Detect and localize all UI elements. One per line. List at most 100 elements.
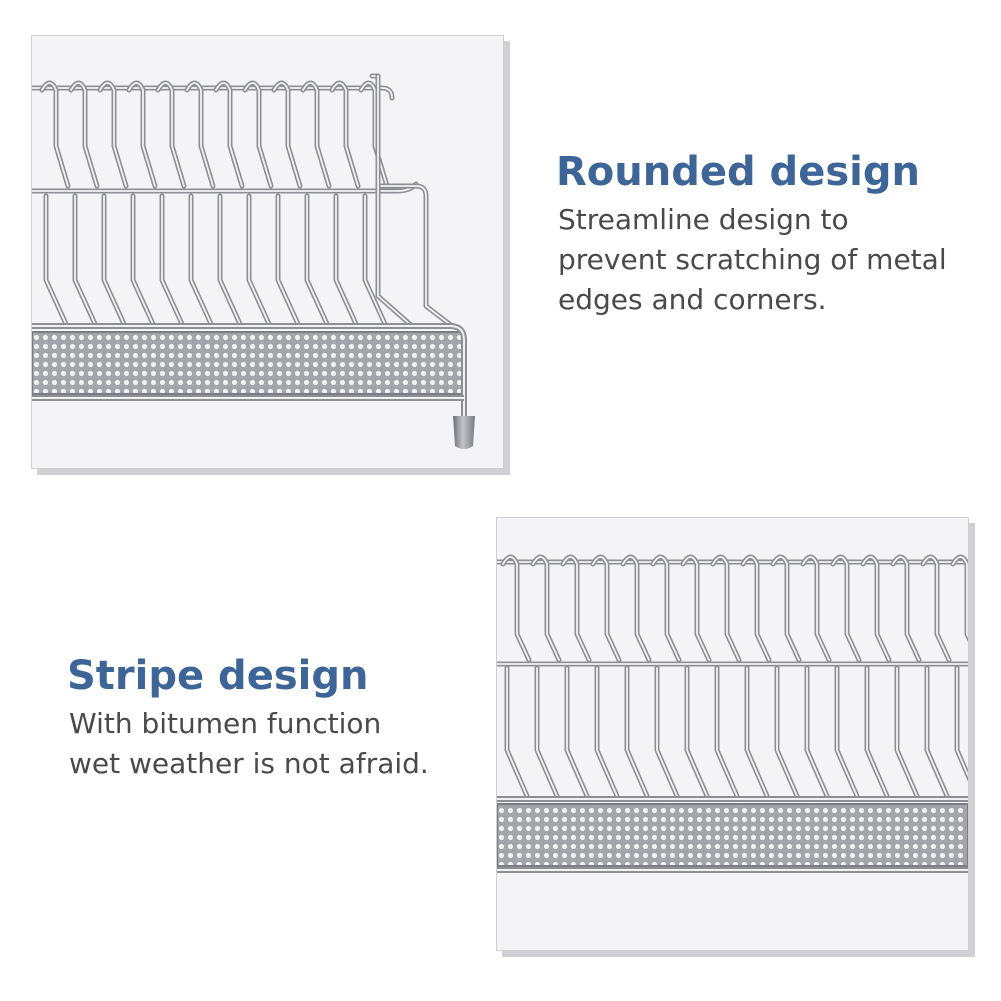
rack-wire bbox=[45, 195, 67, 325]
mesh-panel bbox=[32, 331, 465, 395]
rack-wire bbox=[626, 667, 648, 797]
rack-wire bbox=[594, 665, 620, 799]
rack-wire bbox=[304, 193, 330, 327]
rack-wire bbox=[860, 554, 892, 663]
rack-wire bbox=[130, 193, 156, 327]
rack-wire bbox=[560, 554, 592, 663]
rack-wire bbox=[333, 193, 359, 327]
rack-wire bbox=[926, 667, 948, 797]
stripe-design-line-1: With bitumen function bbox=[69, 707, 382, 740]
rounded-design-line-2: prevent scratching of metal bbox=[558, 243, 947, 276]
rack-wire bbox=[682, 556, 710, 661]
mesh-panel bbox=[497, 803, 968, 867]
rack-wire bbox=[716, 667, 738, 797]
rack-wire bbox=[128, 82, 156, 187]
rack-wire bbox=[302, 82, 330, 187]
rack-wire bbox=[894, 665, 920, 799]
rack-wire bbox=[746, 667, 768, 797]
rack-wire bbox=[592, 556, 620, 661]
rack-wire bbox=[712, 556, 740, 661]
rack-wire bbox=[306, 195, 328, 325]
rack-wire bbox=[654, 665, 680, 799]
rack-wire bbox=[506, 667, 528, 797]
rack-wire bbox=[686, 667, 708, 797]
rack-wire bbox=[534, 665, 560, 799]
rack-wire bbox=[188, 193, 214, 327]
rack-wire bbox=[273, 82, 301, 187]
rack-wire bbox=[377, 75, 413, 327]
rack-wire bbox=[770, 554, 802, 663]
rack-wire bbox=[896, 667, 918, 797]
rack-wire bbox=[186, 82, 214, 187]
rack-wire bbox=[335, 195, 357, 325]
rack-wire bbox=[74, 195, 96, 325]
rack-wire bbox=[590, 554, 622, 663]
rack-wire bbox=[622, 556, 650, 661]
rack-wire bbox=[806, 667, 828, 797]
rack-wire bbox=[375, 73, 415, 329]
rack-wire bbox=[159, 193, 185, 327]
rack-wire bbox=[132, 195, 154, 325]
rack-wire bbox=[502, 556, 530, 661]
rack-wire bbox=[624, 665, 650, 799]
rack-wire bbox=[950, 554, 968, 643]
rack-wire bbox=[776, 667, 798, 797]
rubber-foot bbox=[453, 416, 475, 449]
rack-wire bbox=[277, 195, 299, 325]
rack-wire bbox=[217, 193, 243, 327]
rack-wire bbox=[32, 87, 393, 99]
rack-wire bbox=[70, 82, 98, 187]
rack-wire bbox=[190, 195, 212, 325]
rack-wire bbox=[161, 195, 183, 325]
rack-wire bbox=[652, 556, 680, 661]
rack-wire bbox=[744, 665, 770, 799]
rack-wire bbox=[920, 554, 952, 663]
rack-wire bbox=[244, 82, 272, 187]
rack-wire bbox=[774, 665, 800, 799]
rack-wire bbox=[830, 554, 862, 663]
rack-wire bbox=[364, 195, 386, 325]
rack-wire bbox=[742, 556, 770, 661]
rack-mesh-illustration bbox=[497, 554, 968, 873]
rack-wire bbox=[952, 556, 968, 639]
rack-wire bbox=[41, 82, 69, 187]
rack-wire bbox=[714, 665, 740, 799]
stripe-design-description: With bitumen function wet weather is not… bbox=[69, 704, 469, 784]
stripe-rack-photo bbox=[496, 517, 969, 951]
rack-wire bbox=[564, 665, 590, 799]
rack-wire bbox=[562, 556, 590, 661]
rack-wire bbox=[656, 667, 678, 797]
rack-corner-illustration bbox=[32, 73, 475, 449]
frame-bar-highlight bbox=[32, 325, 465, 416]
rack-wire bbox=[536, 667, 558, 797]
rack-wire bbox=[834, 665, 860, 799]
rack-wire bbox=[43, 193, 69, 327]
rack-wire bbox=[504, 665, 530, 799]
rack-wire bbox=[219, 195, 241, 325]
rack-wire bbox=[710, 554, 742, 663]
wire-rack bbox=[32, 73, 455, 329]
stripe-design-line-2: wet weather is not afraid. bbox=[69, 747, 429, 780]
rack-wire bbox=[684, 665, 710, 799]
rounded-design-line-1: Streamline design to bbox=[558, 203, 849, 236]
rack-wire bbox=[954, 665, 968, 782]
rack-wire bbox=[369, 73, 455, 329]
rack-wire bbox=[650, 554, 682, 663]
rack-wire bbox=[836, 667, 858, 797]
rack-wire bbox=[924, 665, 950, 799]
rack-wire bbox=[596, 667, 618, 797]
rack-wire bbox=[157, 82, 185, 187]
rack-wire bbox=[248, 195, 270, 325]
rack-wire bbox=[331, 82, 359, 187]
rack-wire bbox=[740, 554, 772, 663]
wire-rack bbox=[497, 554, 968, 799]
rack-wire bbox=[864, 665, 890, 799]
rack-wire bbox=[72, 193, 98, 327]
rack-wire bbox=[103, 195, 125, 325]
rack-wire bbox=[620, 554, 652, 663]
rounded-design-description: Streamline design to prevent scratching … bbox=[558, 200, 978, 320]
rack-wire bbox=[360, 82, 388, 187]
rack-wire bbox=[804, 665, 830, 799]
rack-wire bbox=[371, 75, 453, 327]
rack-wire bbox=[802, 556, 830, 661]
